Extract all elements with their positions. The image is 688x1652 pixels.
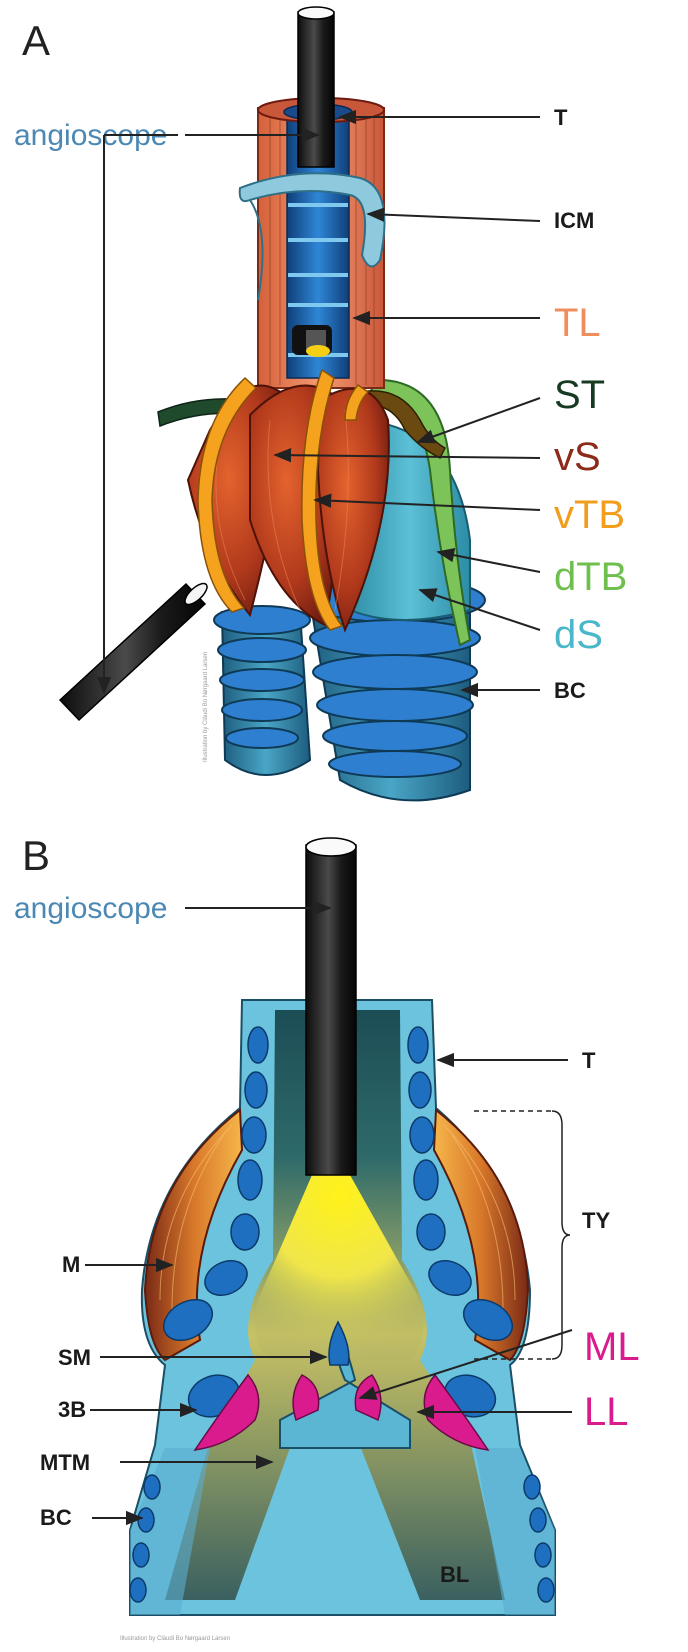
label-a-vS: vS <box>554 435 601 479</box>
angioscope-a-bottom <box>60 580 210 720</box>
label-b-SM: SM <box>58 1345 91 1370</box>
label-a-TL: TL <box>554 301 601 345</box>
label-b-M: M <box>62 1252 80 1277</box>
label-b-BC: BC <box>40 1505 72 1530</box>
label-a-dTB: dTB <box>554 555 627 599</box>
panel-a: A <box>14 7 627 800</box>
label-b-TY: TY <box>582 1208 610 1233</box>
panel-a-credit: Illustration by Cläudi Bo Nørgaard Larse… <box>203 652 209 762</box>
label-a-BC: BC <box>554 678 586 703</box>
angioscope-b <box>306 838 356 1175</box>
label-a-ST: ST <box>554 373 605 417</box>
panel-b-letter: B <box>22 832 50 879</box>
label-b-LL: LL <box>584 1390 629 1434</box>
angioscope-a-top <box>298 7 334 167</box>
label-b-angioscope: angioscope <box>14 892 167 925</box>
label-a-ICM: ICM <box>554 208 594 233</box>
label-b-T: T <box>582 1048 596 1073</box>
label-b-3B: 3B <box>58 1397 86 1422</box>
label-a-dS: dS <box>554 613 603 657</box>
panel-a-letter: A <box>22 17 50 64</box>
panel-b: B <box>14 832 640 1642</box>
panel-b-credit: Illustration by Cläudi Bo Nørgaard Larse… <box>120 1636 230 1642</box>
label-a-T: T <box>554 105 568 130</box>
label-b-BL: BL <box>440 1562 469 1587</box>
label-a-vTB: vTB <box>554 493 625 537</box>
label-b-ML: ML <box>584 1325 640 1369</box>
label-b-MTM: MTM <box>40 1450 90 1475</box>
